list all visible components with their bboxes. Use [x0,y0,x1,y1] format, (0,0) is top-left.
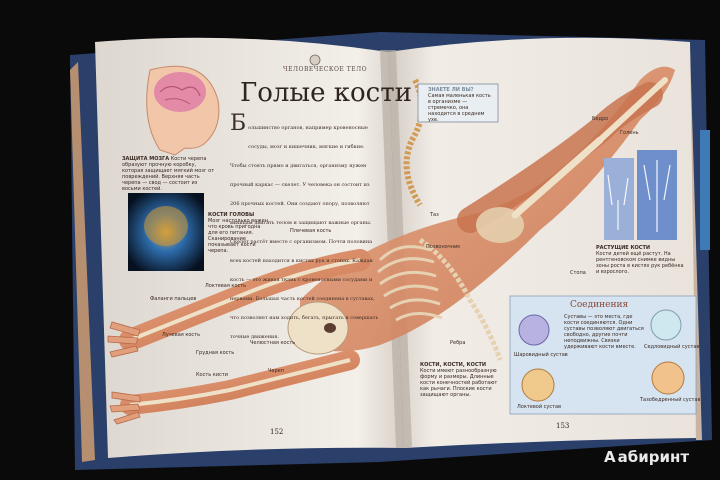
intro-paragraph: Б ольшинство органов, например кровеносн… [230,111,380,342]
cover-blue-strip [700,130,710,250]
leg-upper [457,82,663,233]
label-foot: Стопа [570,270,586,276]
label-humerus: Плечевая кость [290,228,332,234]
xray-caption-block: РАСТУЩИЕ КОСТИ Кости детей ещё растут. Н… [596,245,688,275]
brain-caption-text: Кости черепа образуют прочную коробку, к… [122,156,215,192]
label-sternum: Грудная кость [196,350,235,356]
watermark-text: абиринт [617,448,690,466]
watermark-logo-icon: A [604,448,616,466]
scan-caption-block: КОСТИ ГОЛОВЫ Мозг настолько важен, что к… [208,212,270,254]
joint-ball-socket-image [518,314,550,346]
label-shin: Голень [620,130,639,136]
joint-label-elbow: Локтевой сустав [517,404,562,410]
body-skin [300,66,675,352]
label-hand-bone: Кость кисти [196,372,228,378]
xray-bones [607,160,671,232]
bones-box-title: КОСТИ, КОСТИ, КОСТИ [420,362,487,368]
page-number-left: 152 [270,428,284,436]
xray-caption-text: Кости детей ещё растут. На рентгеновском… [596,251,684,275]
did-you-know-block: ЗНАЕТЕ ЛИ ВЫ? Самая маленькая кость в ор… [428,87,494,123]
label-pelvis: Таз [430,212,439,218]
joints-title: Соединения [570,300,629,310]
xray-caption-title: РАСТУЩИЕ КОСТИ [596,245,651,251]
label-ribs: Ребра [450,340,466,346]
hand-lower [109,391,141,425]
scan-caption-text: Мозг настолько важен, что кровь пригодна… [208,218,270,254]
joint-label-saddle: Седловидный сустав [644,344,700,350]
label-spine: Позвоночник [426,244,461,250]
watermark: A абиринт [604,448,689,466]
bones-box-text: Кости имеют разнообразную форму и размер… [420,368,498,398]
label-jaw: Челюстная кость [250,340,296,346]
joint-label-ball: Шаровидный сустав [514,352,568,358]
page-edges-left [70,62,95,462]
label-radius: Лучевая кость [162,332,201,338]
skeleton-figure [107,66,675,425]
joint-elbow-image [521,368,555,402]
label-ulna: Локтевая кость [205,283,247,289]
page-number-right: 153 [556,422,570,430]
joint-label-hip: Тазобедренный сустав [640,397,701,403]
label-phalanges: Фаланги пальцев [150,296,197,302]
did-you-know-box [417,83,499,123]
brain-caption-block: ЗАЩИТА МОЗГА Кости черепа образуют прочн… [122,156,216,192]
tibia [597,77,668,143]
ribcage [377,245,443,322]
did-you-know-text: Самая маленькая кость в организме — стре… [428,93,491,123]
running-head: ЧЕЛОВЕЧЕСКОЕ ТЕЛО [283,66,367,73]
joint-saddle-image [650,309,682,341]
brain-caption-title: ЗАЩИТА МОЗГА [122,156,170,162]
eye-socket [324,323,336,333]
femur [511,136,604,219]
xray-image-child [604,158,634,240]
arm-bone-upper [129,258,361,342]
brain-illustration [146,65,220,156]
spine [418,237,503,361]
did-you-know-title: ЗНАЕТЕ ЛИ ВЫ? [428,87,474,93]
page-title: Голые кости [240,78,412,108]
joint-hip-image [651,361,685,395]
arm-bone-lower [129,358,351,407]
skull-icon [309,54,321,66]
drop-cap: Б [230,111,247,136]
joints-text: Суставы — это места, где кости соединяют… [564,314,644,350]
label-thigh: Бедро [592,116,609,122]
scan-caption-title: КОСТИ ГОЛОВЫ [208,212,255,218]
label-skull: Череп [268,368,285,374]
intro-text: ольшинство органов, например кровеносные… [230,125,379,340]
mri-brain [144,206,188,246]
bones-box-block: КОСТИ, КОСТИ, КОСТИ Кости имеют разнообр… [420,362,498,398]
skull [287,301,349,355]
hand-upper [107,321,141,358]
spine-illustration [403,78,425,207]
